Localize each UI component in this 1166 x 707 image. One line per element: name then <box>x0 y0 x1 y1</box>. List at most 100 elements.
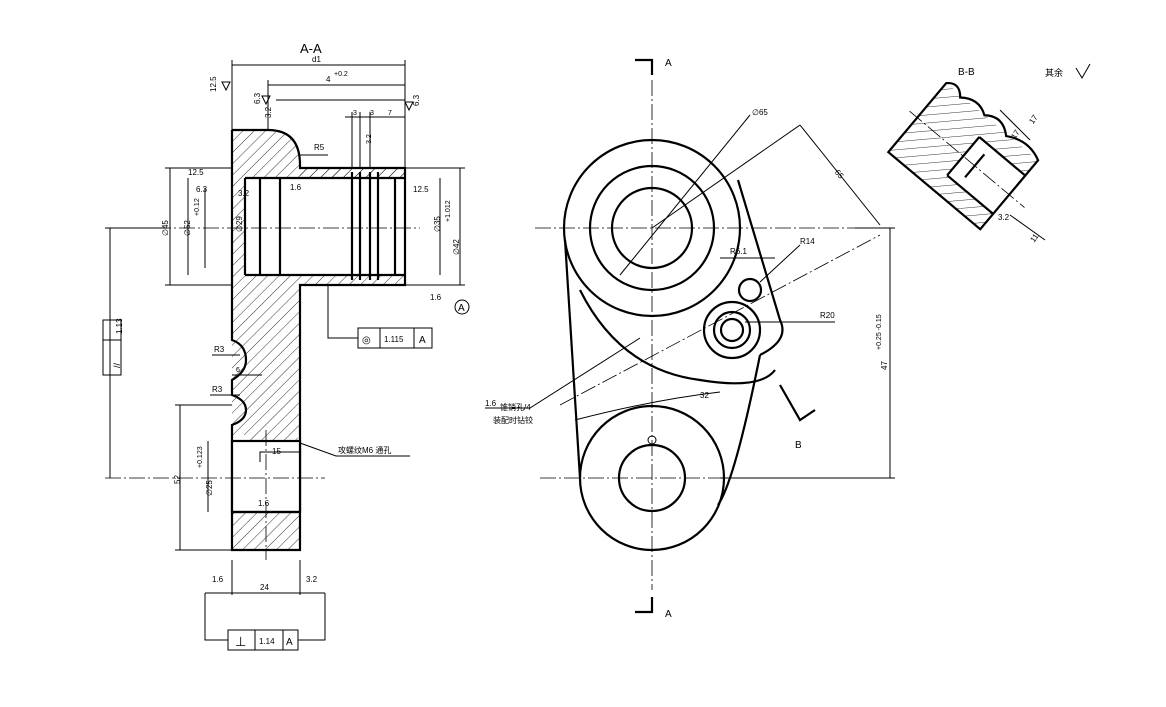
rough-1-6-lower: 1.6 <box>258 499 270 508</box>
boss-lower-top-hatch <box>246 435 298 441</box>
parallel-symbol: // <box>112 362 122 368</box>
dim-phi65-leader <box>619 114 751 276</box>
dim-6: 6 <box>236 367 240 374</box>
section-mark-bottom-label: A <box>665 609 672 620</box>
datum-a-label: A <box>458 303 465 314</box>
rough-bottom-left: 1.6 <box>212 575 224 584</box>
dim-65-ext <box>651 124 801 229</box>
dim-d4-tol: +0.2 <box>334 71 348 78</box>
perp-leader-right <box>298 593 326 641</box>
lower-bore-cavity <box>232 441 300 512</box>
dim-d4-text: 4 <box>326 75 331 84</box>
bb-dim-17a <box>999 109 1031 141</box>
rough-sym-3 <box>404 101 414 112</box>
dim-r5-text: R5 <box>314 143 325 152</box>
rest-finish-label: 其余 <box>1045 67 1063 78</box>
main-diagonal-centerline <box>559 234 881 406</box>
bb-outline <box>886 81 1040 231</box>
arm-inner-curve <box>579 289 776 385</box>
dim-r14-text: R14 <box>800 237 815 246</box>
rough-3-2-groove: 3.2 <box>366 134 373 144</box>
perp-value: 1.14 <box>259 637 275 646</box>
section-mark-bottom <box>635 597 654 614</box>
bb-centerline <box>909 110 1025 208</box>
rough-1-6-right: 1.6 <box>430 293 442 302</box>
dim-phi52-text: ∅52 <box>183 220 192 236</box>
perp-datum: A <box>286 637 293 648</box>
rough-12-5-right: 12.5 <box>413 185 429 194</box>
thread-note: 攻螺纹M6 通孔 <box>338 445 391 455</box>
dim-3b-text: 3 <box>370 110 374 117</box>
perp-symbol: ⊥ <box>235 634 246 649</box>
concentric-symbol: ◎ <box>362 335 371 346</box>
dim-phi65-text: ∅65 <box>752 108 768 117</box>
rough-12-5-left: 12.5 <box>188 168 204 177</box>
parallel-frame <box>102 319 122 376</box>
dim-52-text: 52 <box>173 475 182 484</box>
rough-3-2-left: 3.2 <box>238 189 250 198</box>
dim-24-text: 24 <box>260 583 269 592</box>
perp-frame <box>227 629 299 651</box>
section-mark-top-label: A <box>665 58 672 69</box>
dim-32-text: 32 <box>700 391 709 400</box>
arm-outline-right <box>736 179 784 356</box>
concentric-frame <box>357 327 433 349</box>
bb-dim-17a-text: 17 <box>1027 113 1040 126</box>
arm-lower-curve <box>717 354 762 506</box>
dim-phi52-tol: +0.12 <box>194 198 201 216</box>
upper-boss-mid <box>588 164 716 292</box>
mid-boss-hole <box>719 317 745 343</box>
dim-47-text: 47 <box>880 361 889 370</box>
bb-hole-bottom <box>946 174 994 215</box>
concentric-leader <box>327 285 358 339</box>
section-mark-top <box>635 58 654 75</box>
section-aa-view: A-A d1 4 +0. <box>102 41 470 651</box>
dim-7-text: 7 <box>388 110 392 117</box>
thread-leader <box>299 442 410 457</box>
dim-phi35-text: ∅35 <box>433 216 442 232</box>
rough-3-2-top: 3.2 <box>264 106 273 118</box>
bb-hole-top <box>978 136 1026 177</box>
dim-d1-text: d1 <box>312 55 321 64</box>
hole-note-rough: 1.6 <box>485 399 497 408</box>
rough-sym-2 <box>261 95 271 106</box>
hole-note-leader <box>485 337 641 409</box>
rest-finish-symbol <box>1075 63 1091 79</box>
pin-hole <box>737 277 763 303</box>
section-bb-title: B-B <box>958 67 975 78</box>
dim-phi45-text: ∅45 <box>161 220 170 236</box>
mid-boss-outer <box>702 300 762 360</box>
lower-bore <box>617 443 687 513</box>
bb-dim-11-text: 11 <box>1028 232 1040 244</box>
arm-outline-left <box>563 239 582 479</box>
parallel-value: 1.13 <box>115 318 124 334</box>
dim-15-text: 15 <box>272 447 281 456</box>
concentric-value: 1.115 <box>384 335 404 344</box>
small-hole <box>647 435 657 445</box>
upper-boss-outer <box>562 138 742 318</box>
dim-r3-upper: R3 <box>214 345 225 354</box>
dim-65-text: 65 <box>833 168 846 181</box>
dim-phi42-text: ∅42 <box>452 239 461 255</box>
section-mark-b <box>779 384 816 422</box>
rough-bottom-right: 3.2 <box>306 575 318 584</box>
main-view: A A ∅65 65 R6.1 R14 R20 <box>485 58 895 620</box>
rough-sym-1 <box>221 81 231 92</box>
mid-boss-mid <box>712 310 752 350</box>
dim-phi42-tol: +1.012 <box>445 200 452 222</box>
dim-r6-text: R6.1 <box>730 247 747 256</box>
section-mark-b-label: B <box>795 440 802 451</box>
concentric-datum: A <box>419 335 426 346</box>
bore-cavity <box>245 178 405 275</box>
rough-12-5-top: 12.5 <box>209 76 218 92</box>
upper-bore <box>610 186 694 270</box>
dim-phi29-text: ∅29 <box>235 216 244 232</box>
bb-hole-left <box>946 136 981 177</box>
rough-6-3-left: 6.3 <box>196 185 208 194</box>
dim-47-tol: +0.25 -0.15 <box>876 314 883 350</box>
section-aa-title: A-A <box>300 41 322 56</box>
dim-r14-leader <box>759 244 801 283</box>
dim-3a-text: 3 <box>353 110 357 117</box>
dim-r20-text: R20 <box>820 311 835 320</box>
